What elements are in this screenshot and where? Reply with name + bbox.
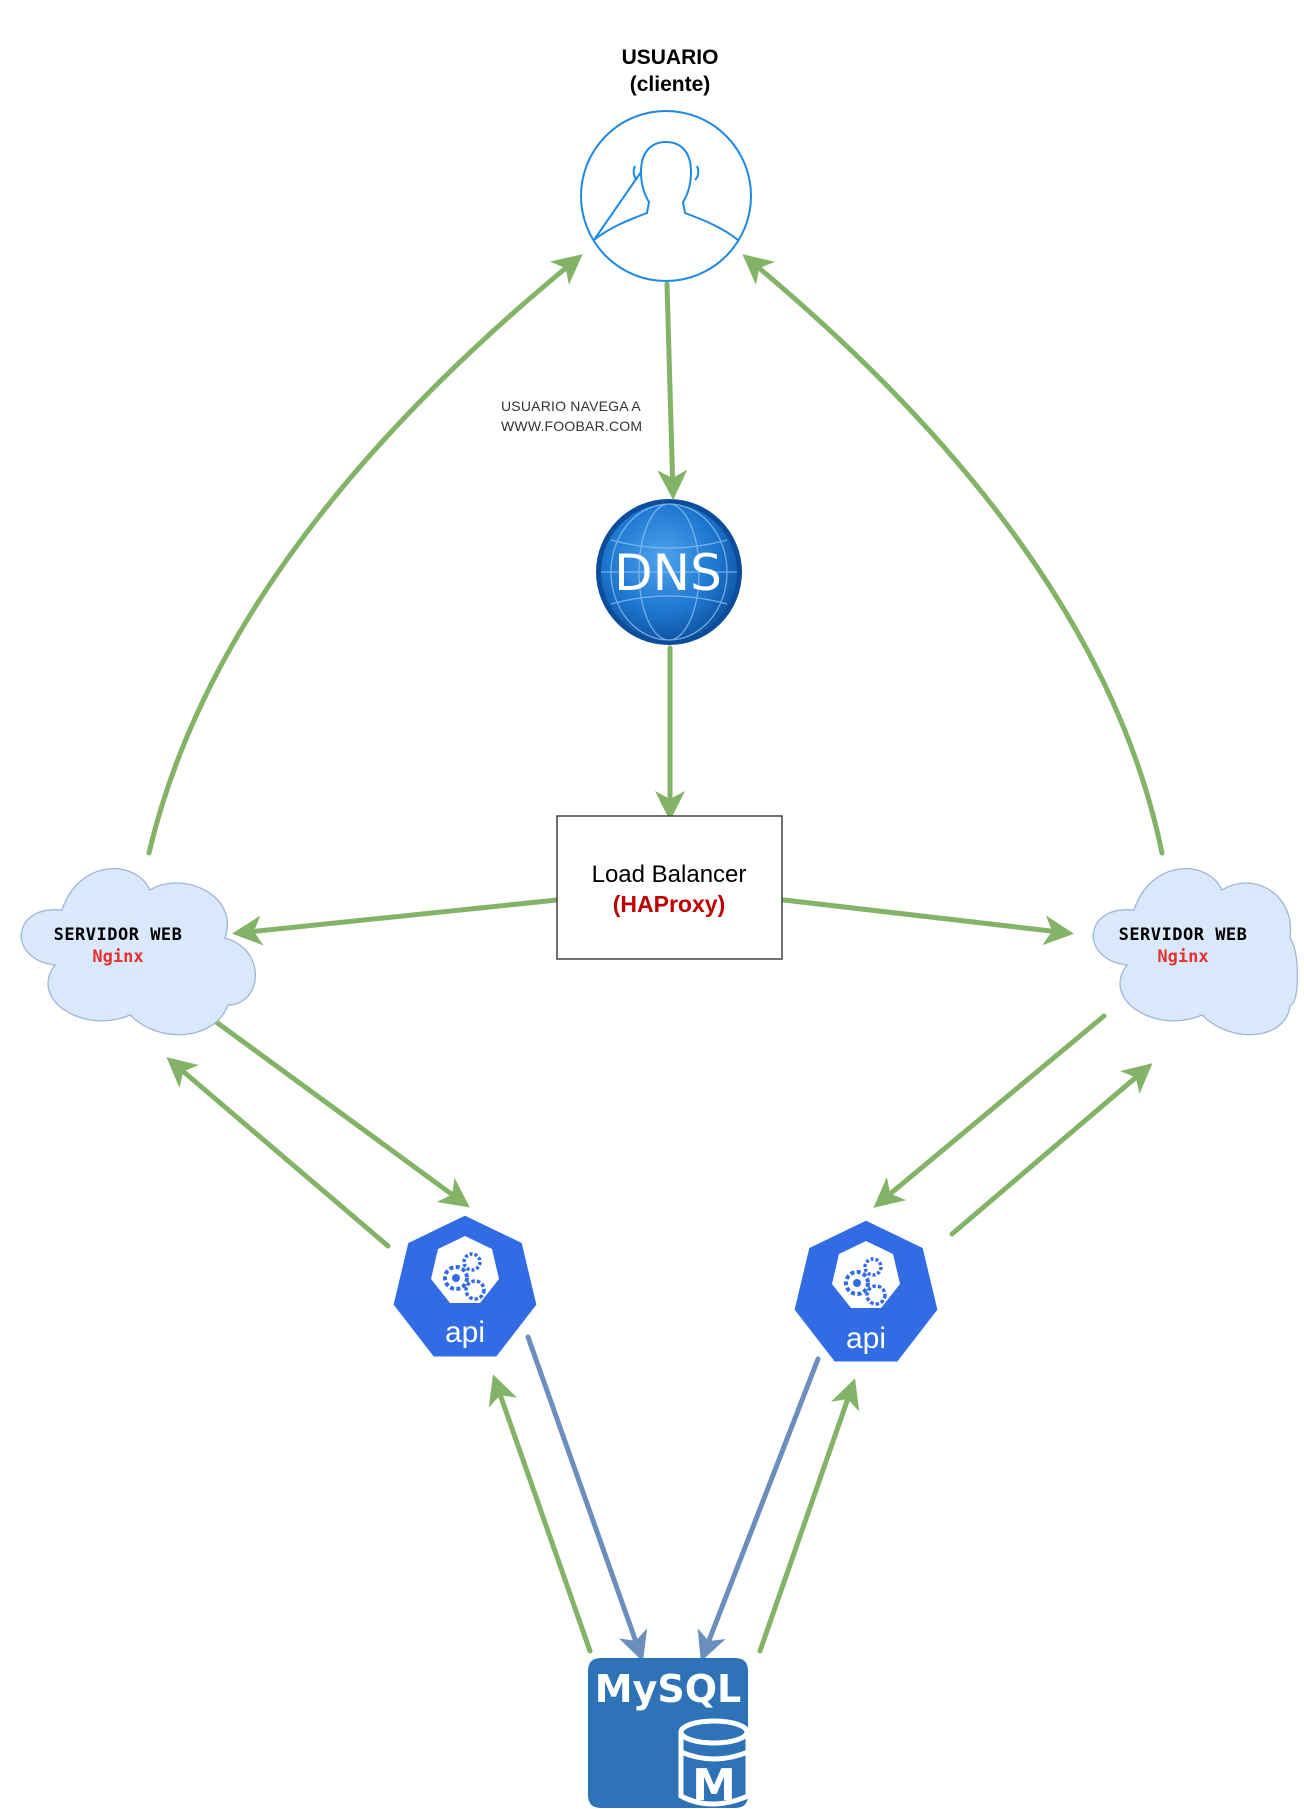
arrow-server-left-to-api-left <box>205 1013 470 1208</box>
arrow-mysql-to-api-left <box>488 1374 593 1654</box>
dns-node[interactable]: DNS <box>596 499 742 645</box>
user-icon <box>580 110 752 282</box>
arrow-api-left-to-mysql <box>525 1334 648 1662</box>
user-title: USUARIO <box>622 46 719 69</box>
web-server-right-subtitle: Nginx <box>1157 947 1208 967</box>
arrow-api-right-to-server-right <box>949 1063 1153 1237</box>
api-node-right[interactable]: api <box>791 1217 941 1365</box>
mysql-badge: M <box>692 1760 736 1809</box>
user-subtitle: (cliente) <box>630 73 711 96</box>
mysql-label: MySQL <box>595 1667 741 1711</box>
navigation-note-line1: USUARIO NAVEGA A <box>501 398 641 414</box>
api-right-label: api <box>846 1322 886 1355</box>
cloud-icon <box>1092 868 1299 1036</box>
arrow-mysql-to-api-right <box>757 1378 860 1654</box>
navigation-note: USUARIO NAVEGA A WWW.FOOBAR.COM <box>501 398 642 434</box>
cloud-icon <box>20 868 257 1036</box>
mysql-node[interactable]: MySQL M <box>588 1658 751 1809</box>
navigation-note-line2: WWW.FOOBAR.COM <box>501 418 642 434</box>
load-balancer-box <box>556 815 783 960</box>
web-server-left-subtitle: Nginx <box>92 947 143 967</box>
load-balancer-subtitle: (HAProxy) <box>613 891 725 917</box>
gears-icon <box>431 1236 499 1303</box>
connectors <box>146 254 1165 1662</box>
arrow-api-left-to-server-left <box>166 1057 391 1249</box>
arrow-lb-to-server-left <box>232 897 560 946</box>
arrow-server-left-to-user <box>146 254 583 856</box>
web-server-right-title: SERVIDOR WEB <box>1119 925 1248 945</box>
arrow-user-to-dns <box>657 281 688 500</box>
gears-icon <box>832 1241 900 1308</box>
load-balancer-node[interactable]: Load Balancer (HAProxy) <box>556 815 783 960</box>
api-left-label: api <box>445 1316 485 1349</box>
arrow-server-right-to-api-right <box>873 1013 1107 1208</box>
arrow-lb-to-server-right <box>781 897 1074 946</box>
web-server-left[interactable]: SERVIDOR WEB Nginx <box>20 868 257 1036</box>
globe-icon <box>596 499 742 645</box>
api-node-left[interactable]: api <box>390 1212 540 1360</box>
arrow-server-right-to-user <box>742 254 1165 856</box>
user-node[interactable]: USUARIO (cliente) <box>580 46 752 282</box>
web-server-left-title: SERVIDOR WEB <box>54 925 183 945</box>
dns-label: DNS <box>614 544 722 602</box>
arrow-api-right-to-mysql <box>697 1356 821 1662</box>
database-icon <box>588 1658 751 1808</box>
load-balancer-title: Load Balancer <box>592 861 747 888</box>
web-server-right[interactable]: SERVIDOR WEB Nginx <box>1092 868 1299 1036</box>
